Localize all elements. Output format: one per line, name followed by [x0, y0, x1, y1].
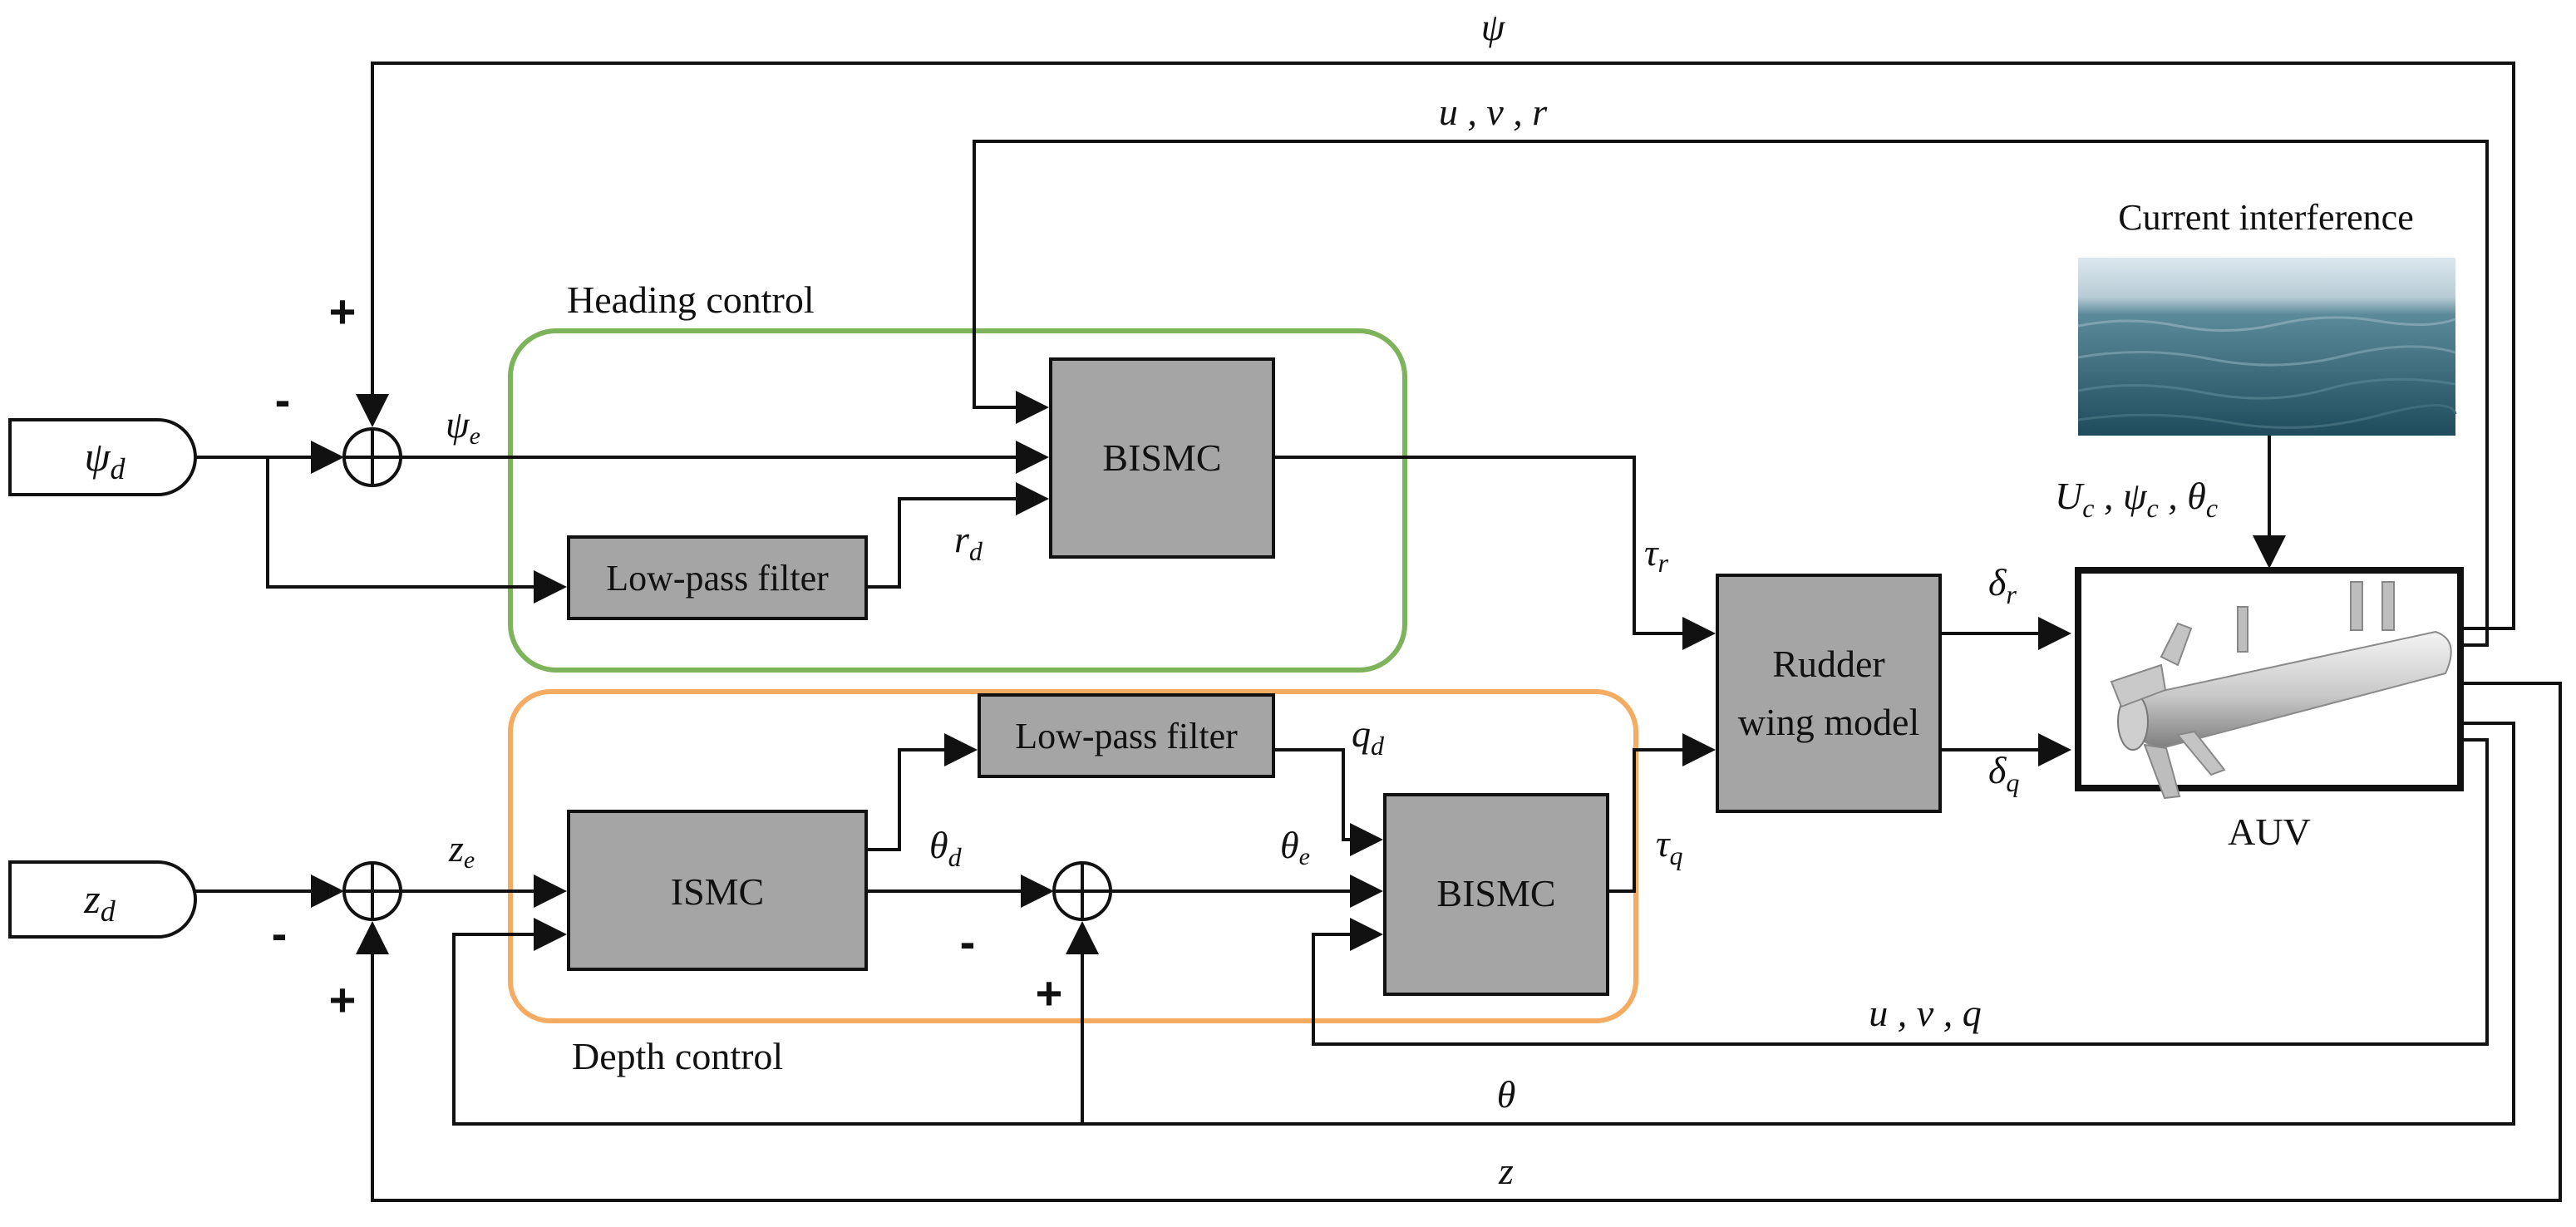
bismc-heading-label: BISMC [1102, 436, 1221, 479]
label-q-d: qd [1352, 712, 1385, 761]
label-delta-q: δq [1988, 749, 2019, 797]
wire-qd-to-bismc [1273, 748, 1383, 856]
feedback-z [356, 682, 2562, 1202]
label-feedback-uvr: u , v , r [1439, 91, 1548, 133]
feedback-uvr [973, 140, 2489, 647]
ismc-label: ISMC [671, 870, 764, 913]
wire-rd-to-bismc [866, 482, 1049, 589]
rudder-label-line1: Rudder [1772, 643, 1884, 685]
ismc-block [567, 810, 868, 971]
wire-tau-r [1273, 456, 1716, 650]
label-psi-e: ψe [446, 403, 480, 450]
bismc-depth-block [1383, 793, 1609, 996]
label-theta-e: θe [1280, 824, 1310, 870]
feedback-uvq [1312, 738, 2489, 1046]
rudder-label-line2: wing model [1738, 701, 1919, 743]
depth-control-label: Depth control [572, 1035, 783, 1077]
feedback-psi [356, 62, 2515, 630]
sea-surface-image [2077, 258, 2457, 436]
lpf-depth-label: Low-pass filter [1015, 716, 1238, 756]
auv-block [2075, 567, 2464, 800]
input-psi-d-label: ψd [84, 433, 126, 485]
wire-ismc-to-lpf [866, 733, 978, 851]
sign-plus-heading: + [329, 285, 357, 338]
auv-label: AUV [2228, 811, 2311, 853]
heading-control-label: Heading control [567, 278, 815, 321]
label-feedback-psi: ψ [1481, 6, 1506, 48]
label-feedback-z: z [1498, 1150, 1514, 1192]
label-tau-r: τr [1644, 531, 1668, 578]
sign-plus-pitch: + [1036, 967, 1063, 1019]
current-interference-title: Current interference [2118, 197, 2413, 238]
sum-junction-heading [342, 427, 402, 487]
feedback-theta [452, 722, 2515, 1126]
sum-junction-depth [342, 861, 402, 921]
sign-plus-depth: + [329, 973, 357, 1026]
bismc-depth-label: BISMC [1436, 872, 1555, 914]
label-theta-d: θd [929, 824, 963, 872]
heading-control-group [508, 328, 1407, 673]
auv-vehicle-image [2110, 581, 2452, 800]
sign-minus-heading: - [275, 373, 291, 426]
lpf-depth-block [978, 693, 1275, 778]
label-tau-q: τq [1656, 822, 1682, 870]
input-psi-d [8, 418, 198, 496]
sum-junction-pitch [1052, 861, 1112, 921]
label-z-e: ze [448, 827, 475, 874]
label-feedback-theta: θ [1497, 1073, 1516, 1116]
input-z-d [8, 860, 198, 939]
label-r-d: rd [954, 518, 983, 566]
lpf-heading-label: Low-pass filter [606, 558, 829, 599]
bismc-heading-block [1049, 357, 1275, 559]
wire-tau-q [1608, 733, 1716, 893]
sign-minus-pitch: - [960, 915, 976, 968]
label-delta-r: δr [1988, 561, 2017, 609]
wire-psid-to-lpf [266, 457, 567, 604]
rudder-wing-model-block [1716, 574, 1942, 813]
label-feedback-uvq: u , v , q [1869, 992, 1981, 1034]
current-vars-label: Uc , ψc , θc [2055, 475, 2218, 523]
lpf-heading-block [567, 535, 868, 620]
sign-minus-depth: - [272, 907, 288, 959]
